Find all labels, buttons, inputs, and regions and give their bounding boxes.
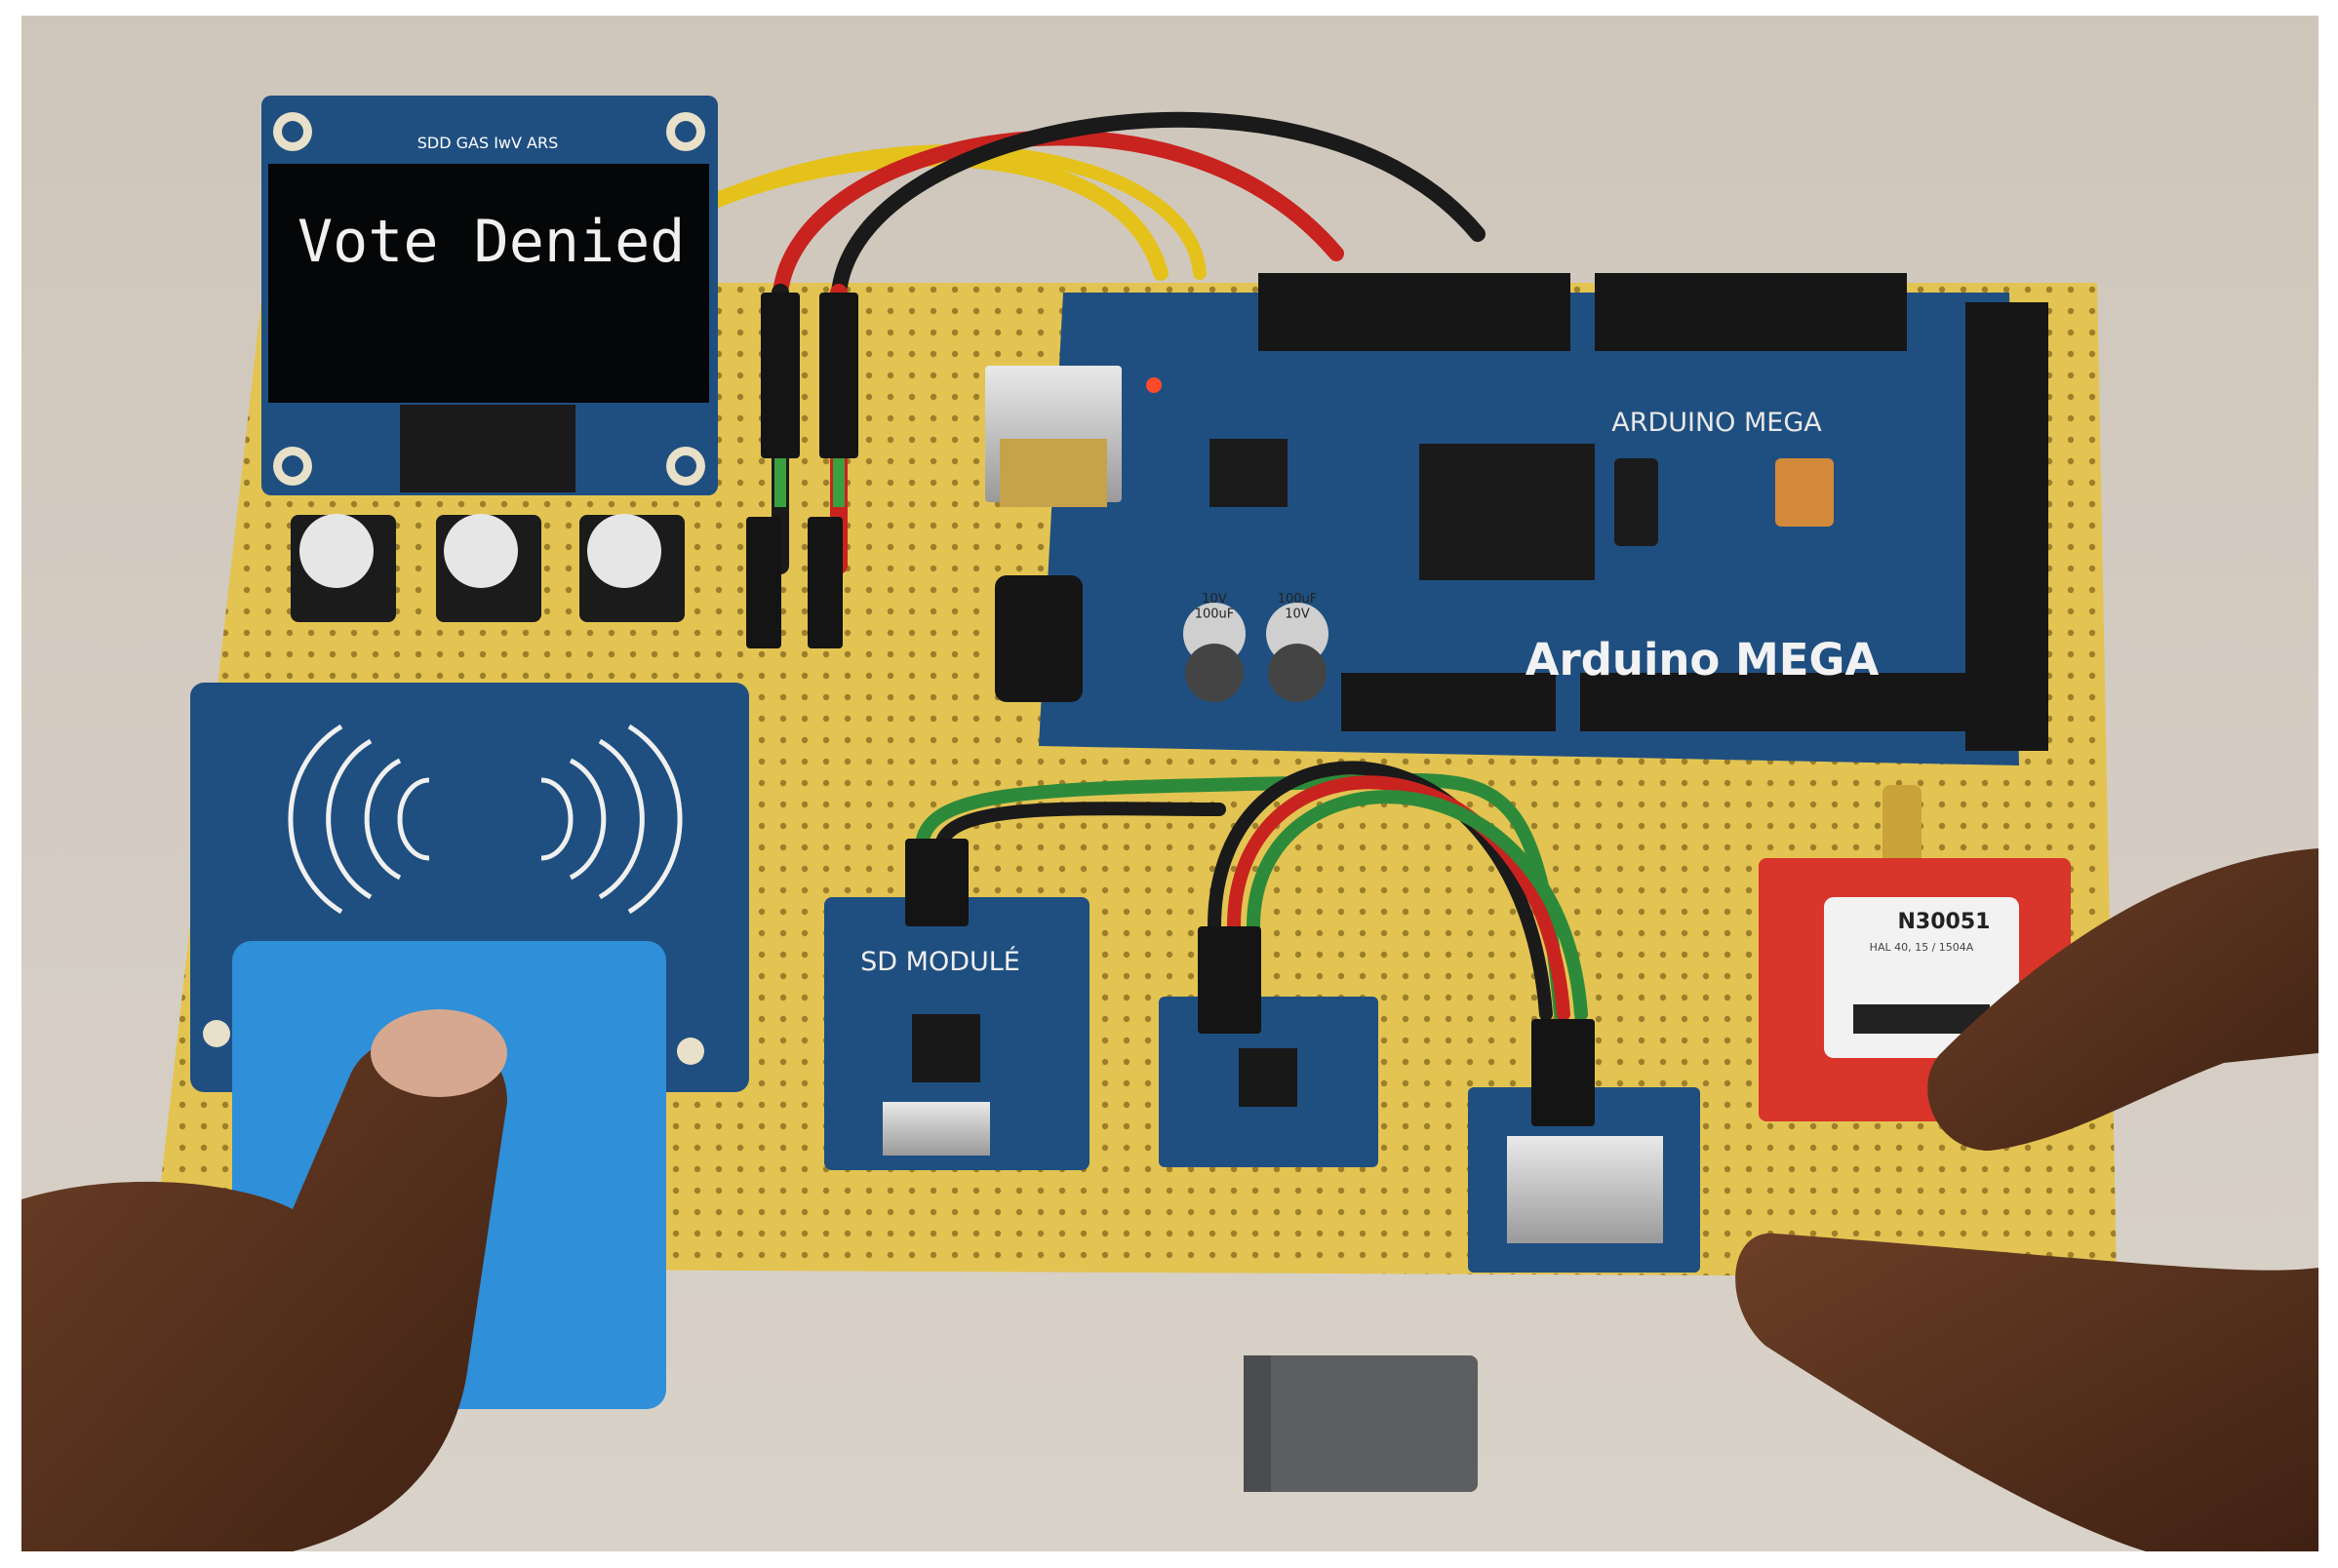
digital-header bbox=[1258, 273, 1570, 351]
arduino-board-label: Arduino MEGA bbox=[1526, 634, 1880, 686]
oled-screen bbox=[268, 164, 709, 403]
sd-module-label: SD MODULÉ bbox=[860, 946, 1020, 977]
wires-bottom bbox=[905, 761, 1595, 1126]
gsm-model-label: N30051 bbox=[1898, 910, 1991, 934]
microcontroller-chip bbox=[1419, 444, 1595, 580]
microsd-slot-module bbox=[1468, 1087, 1700, 1273]
oled-message: Vote Denied bbox=[297, 208, 685, 276]
left-hand-with-rfid-card bbox=[21, 941, 666, 1551]
right-hand bbox=[1735, 848, 2318, 1551]
side-header bbox=[1965, 302, 2048, 751]
oled-display: SDD GAS IwV ARS Vote Denied bbox=[261, 96, 718, 495]
power-jack bbox=[995, 575, 1083, 702]
arduino-header-label: ARDUINO MEGA bbox=[1611, 408, 1822, 438]
gsm-small-text: HAL 40, 15 / 1504A bbox=[1870, 941, 1974, 954]
oled-pin-labels: SDD GAS IwV ARS bbox=[417, 134, 559, 152]
sensor-module bbox=[1159, 997, 1378, 1167]
push-buttons bbox=[291, 514, 685, 622]
jumper-connectors bbox=[746, 293, 858, 648]
micro-sd-card bbox=[1244, 1355, 1478, 1492]
sd-module: SD MODULÉ bbox=[824, 897, 1090, 1170]
